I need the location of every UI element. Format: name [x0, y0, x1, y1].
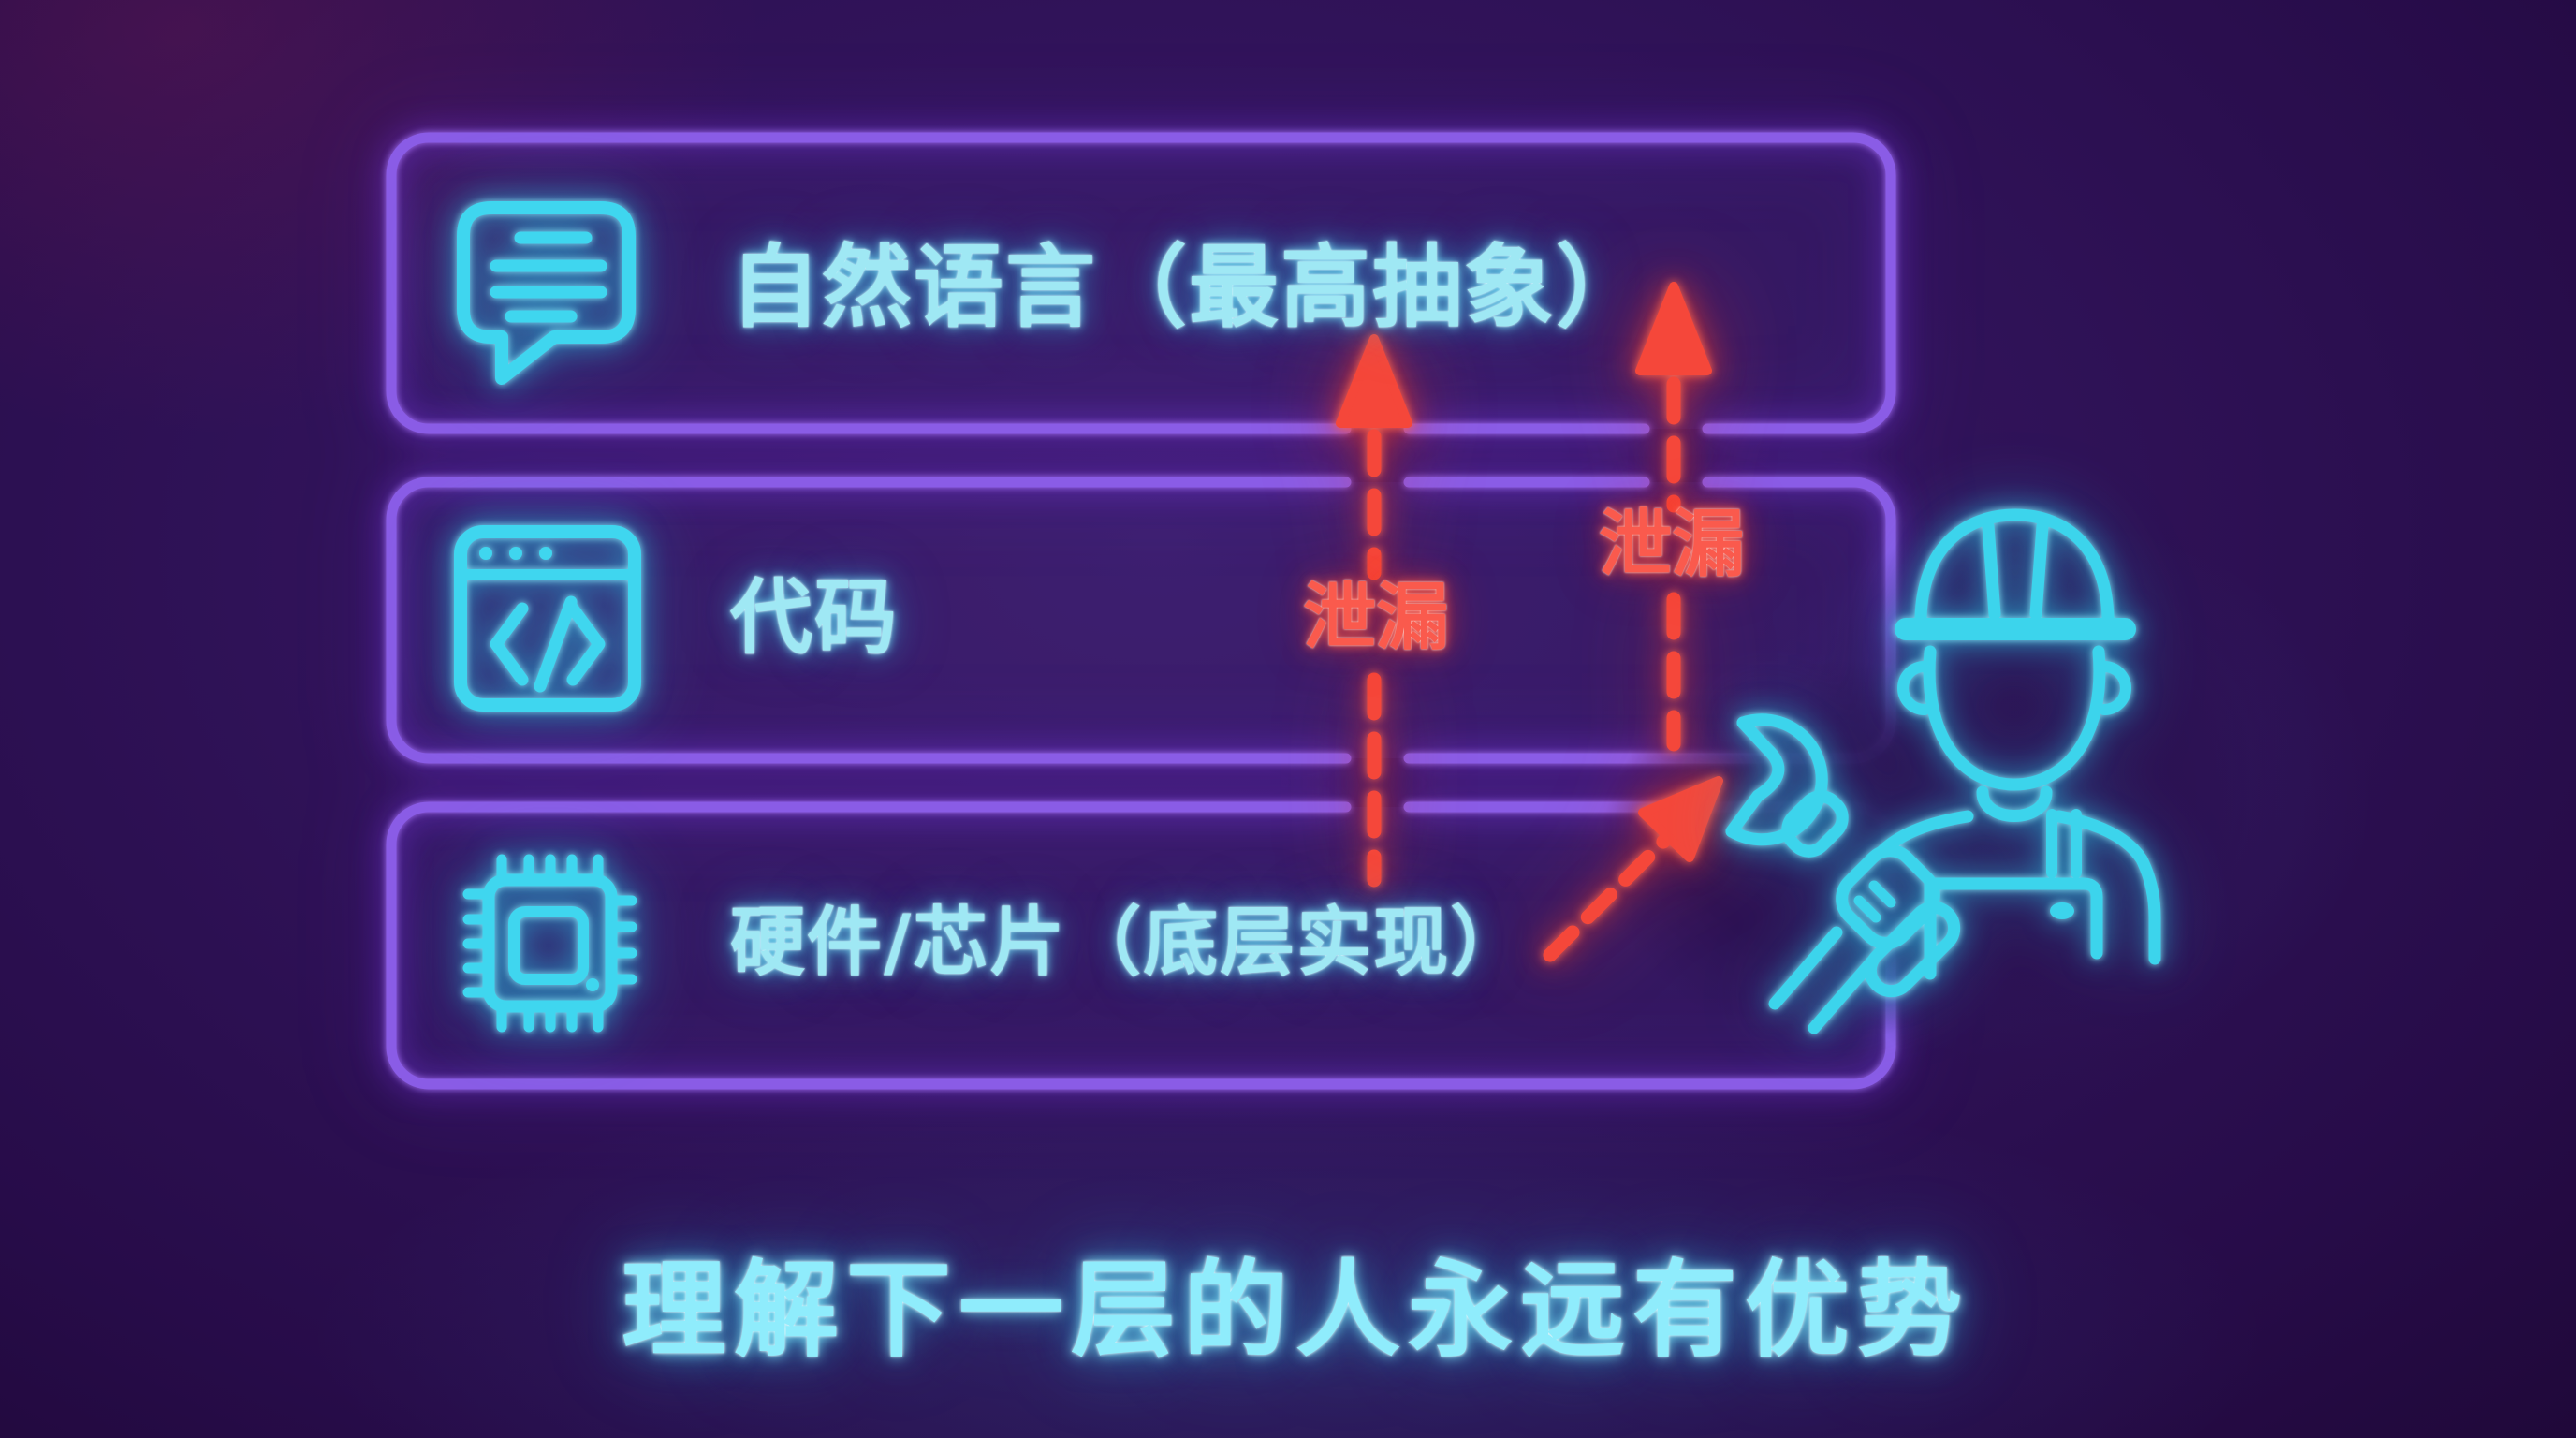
leak-label-left: 泄漏	[1302, 576, 1450, 660]
layer-box-borders	[386, 132, 1896, 1090]
engineer-with-wrench-icon	[1725, 508, 2161, 1034]
layer-label-natural-language: 自然语言（最高抽象）	[730, 235, 1647, 340]
page-title: 理解下一层的人永远有优势	[622, 1250, 1969, 1372]
layer-label-hardware: 硬件/芯片（底层实现）	[730, 899, 1528, 986]
layer-box-code	[391, 482, 1891, 758]
layer-box-fills	[391, 138, 1891, 1084]
leak-arrows	[1336, 282, 1723, 962]
leak-arrow-right	[1635, 282, 1712, 752]
leak-label-right: 泄漏	[1598, 503, 1746, 587]
box-border-code	[386, 477, 1896, 764]
layer-box-natural-language	[391, 138, 1891, 429]
code-window-icon	[454, 525, 641, 712]
chat-bubble-icon	[457, 201, 636, 385]
layer-icons	[454, 201, 641, 1033]
layer-box-hardware	[391, 807, 1891, 1084]
leak-arrow-left	[1336, 334, 1412, 888]
chip-icon	[462, 854, 637, 1033]
layer-label-code: 代码	[730, 569, 900, 666]
repair-arrow	[1543, 776, 1723, 962]
box-border-natural-language	[386, 132, 1896, 434]
engineer-icon	[1768, 508, 2161, 1034]
